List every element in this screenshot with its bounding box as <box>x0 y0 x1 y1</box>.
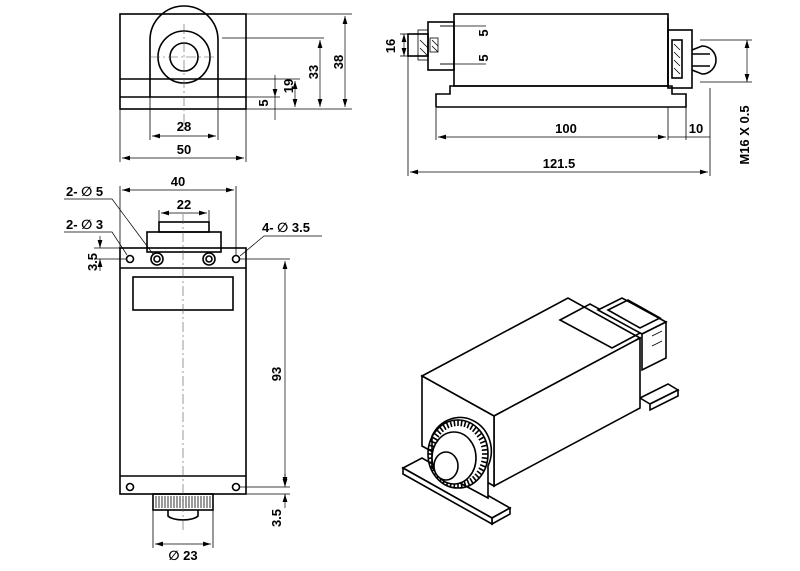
dim-121-5-label: 121.5 <box>543 156 576 171</box>
top-view: 40 22 2- ∅ 5 2- ∅ 3 4- ∅ 3.5 3.5 93 3.5 … <box>64 174 322 563</box>
dim-50-label: 50 <box>177 142 191 157</box>
thread-label: M16 X 0.5 <box>737 105 752 164</box>
side-view: 16 5 5 100 10 121.5 M16 X 0.5 <box>383 13 752 176</box>
dim-33-label: 33 <box>306 65 321 79</box>
isometric-view <box>401 297 680 526</box>
dim-40-label: 40 <box>171 174 185 189</box>
hole-2-phi3-label: 2- ∅ 3 <box>66 217 103 232</box>
hole-4-phi3-5-label: 4- ∅ 3.5 <box>262 220 310 235</box>
mount-hole-top-left <box>125 254 135 264</box>
top-view-connector <box>146 231 222 253</box>
side-view-base <box>435 85 687 108</box>
dim-38-label: 38 <box>331 55 346 69</box>
side-view-body <box>453 13 669 87</box>
side-view-knob-mount <box>667 29 693 89</box>
dim-19-label: 19 <box>281 79 296 93</box>
side-view-connector <box>427 21 455 71</box>
dim-28-label: 28 <box>177 119 191 134</box>
dim-100-label: 100 <box>555 121 577 136</box>
hole-phi5-right <box>202 252 216 266</box>
leader-phi3 <box>64 231 128 256</box>
dim-3-5-bottom-label: 3.5 <box>269 509 284 527</box>
mount-hole-bottom-right <box>231 482 241 492</box>
leader-phi3-5 <box>239 235 322 257</box>
knob-phi23-label: ∅ 23 <box>168 548 197 563</box>
dim-5-bottom-label: 5 <box>476 54 491 61</box>
side-view-knob <box>691 45 717 75</box>
dim-3-5-top-label: 3.5 <box>85 253 100 271</box>
dim-10-label: 10 <box>689 121 703 136</box>
hole-2-phi5-label: 2- ∅ 5 <box>66 184 103 199</box>
dim-22-label: 22 <box>177 197 191 212</box>
mount-hole-bottom-left <box>125 482 135 492</box>
dim-93-label: 93 <box>269 367 284 381</box>
hole-phi5-left <box>150 252 164 266</box>
leader-phi5 <box>64 198 154 255</box>
dim-5-top-label: 5 <box>476 29 491 36</box>
dim-16-label: 16 <box>383 39 398 53</box>
front-view-body <box>119 13 247 110</box>
dim-5-label: 5 <box>256 99 271 106</box>
front-view-knob-housing <box>149 5 219 97</box>
front-view: 38 33 19 5 28 50 <box>119 5 352 162</box>
mount-hole-top-right <box>231 254 241 264</box>
